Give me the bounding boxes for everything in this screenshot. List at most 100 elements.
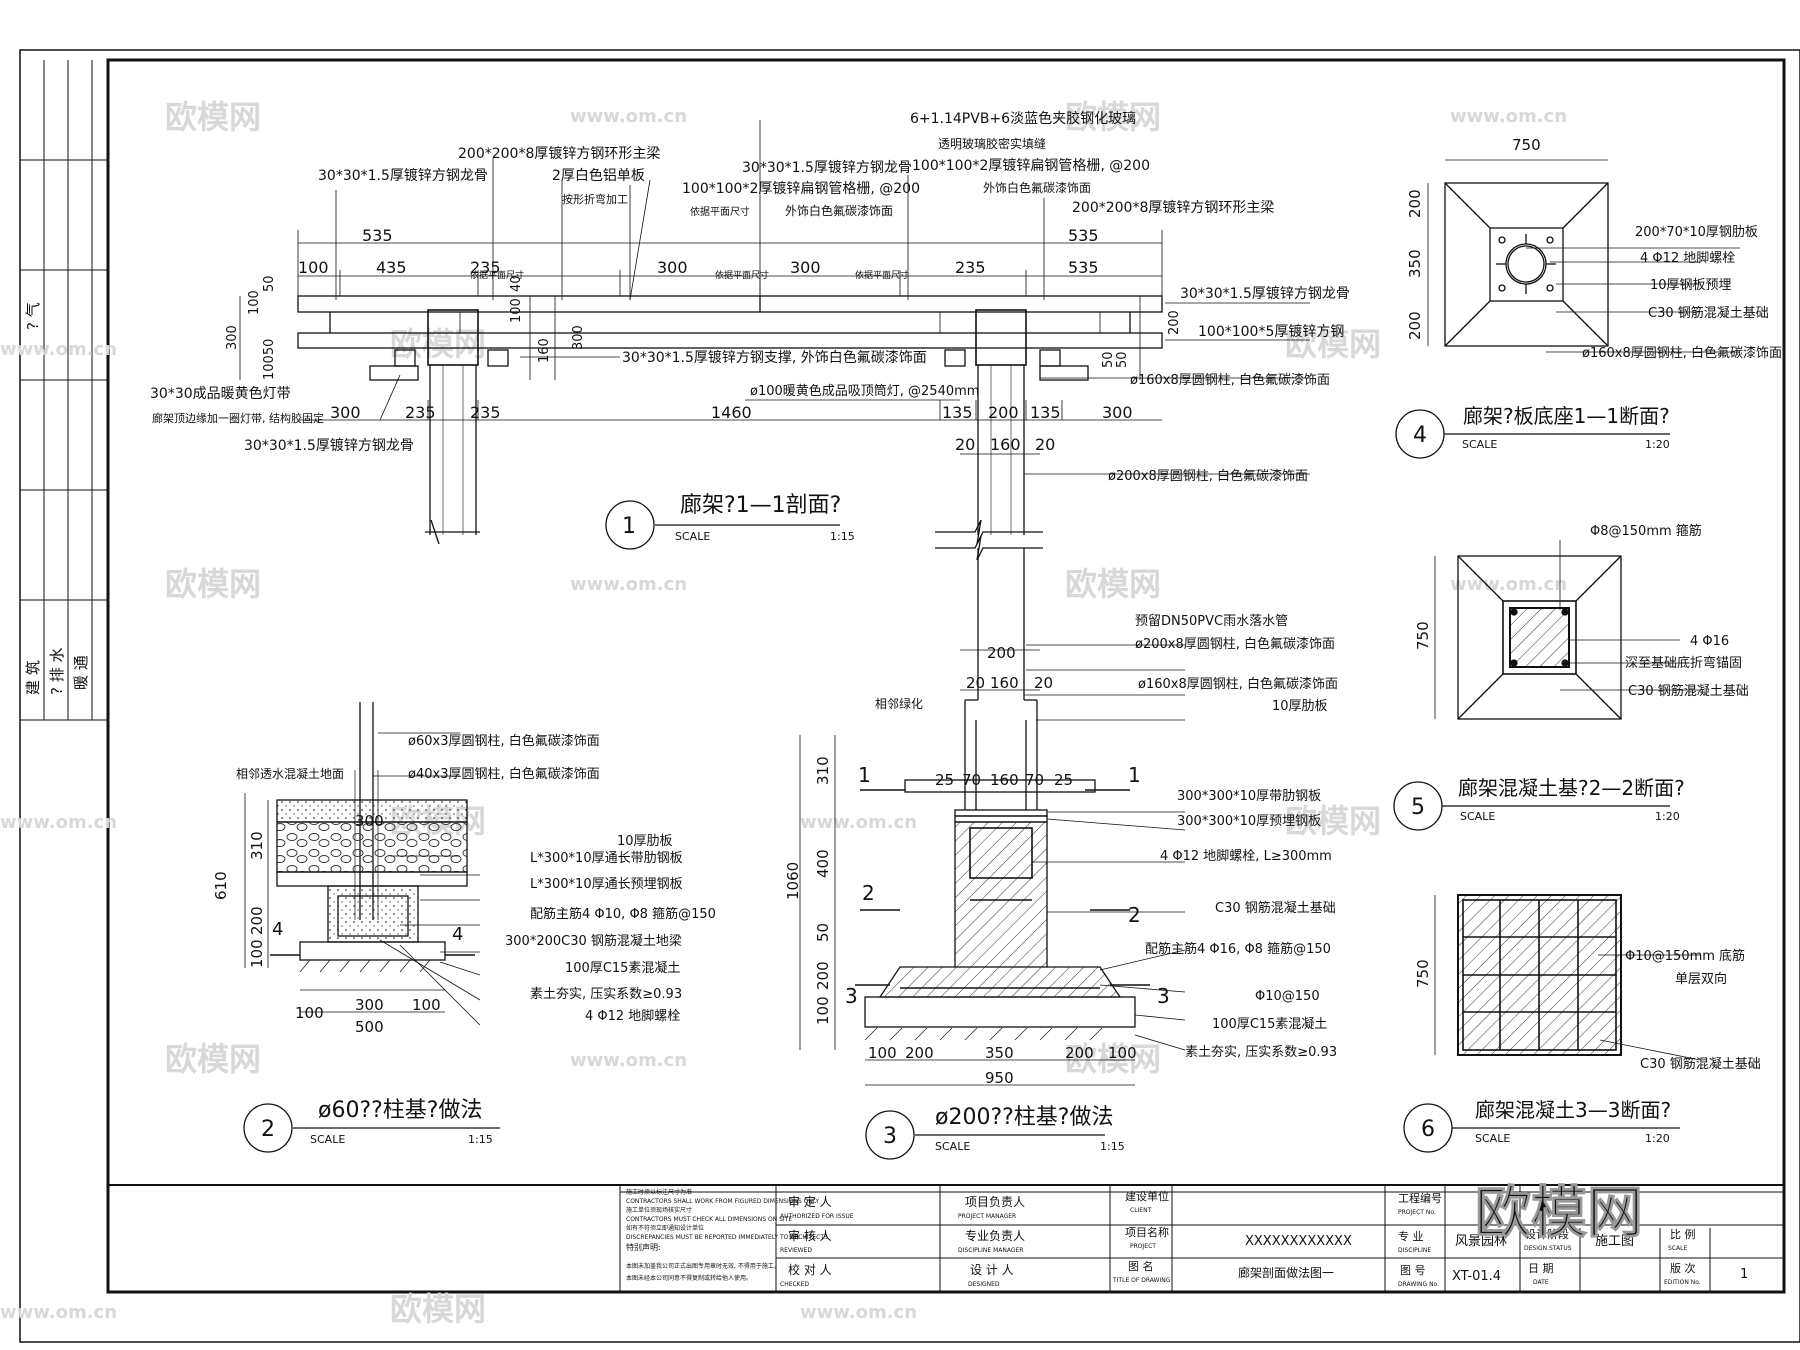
- detail-6-section: [1403, 894, 1701, 1153]
- d3-dim: 200: [987, 644, 1016, 662]
- detail-6-title: 6 廊架混凝土3—3断面? SCALE 1:20: [1421, 1098, 1671, 1145]
- sheet-frame: [19, 49, 1800, 1343]
- tb-role: 设 计 人: [970, 1263, 1014, 1277]
- d2-label: 配筋主筋4 Φ10, Φ8 箍筋@150: [530, 906, 716, 922]
- d6-scale: 1:20: [1645, 1132, 1670, 1145]
- d5-scale: 1:20: [1655, 810, 1680, 823]
- watermark-url: www.om.cn: [570, 574, 687, 595]
- d1-dim: 依据平面尺寸: [470, 269, 524, 281]
- d1-label: 外饰白色氟碳漆饰面: [785, 203, 893, 218]
- detail-1-dims: 535 100 435 235 300 300 235 535 535 50 1…: [225, 226, 1182, 454]
- tb-role: 建设单位: [1125, 1189, 1169, 1203]
- d1-label: 30*30*1.5厚镀锌方钢龙骨: [318, 167, 488, 184]
- d3-dim: 25: [1054, 771, 1073, 789]
- d2-label: L*300*10厚通长带肋钢板: [530, 851, 683, 866]
- tb-role: 项目名称: [1125, 1225, 1169, 1239]
- detail-5-section: [1393, 540, 1700, 831]
- d1-dim: 300: [225, 325, 240, 350]
- d1-dim: 40: [509, 275, 524, 292]
- d1-title: 廊架?1—1剖面?: [680, 493, 841, 518]
- d6-label: C30 钢筋混凝土基础: [1640, 1056, 1761, 1072]
- detail-2-dims: 610 310 200 100 300 300 100 100 500 4 4: [212, 812, 463, 1036]
- tb-role: 设计阶段: [1525, 1227, 1569, 1241]
- d4-number: 4: [1413, 423, 1427, 448]
- d3-dim: 1: [1128, 763, 1141, 787]
- tb-role-en: AUTHORIZED FOR ISSUE: [780, 1213, 854, 1220]
- strip-label-building: 建 筑: [24, 660, 42, 695]
- watermark-logo: 欧模网: [390, 1290, 486, 1328]
- d3-dim: 200: [814, 961, 832, 990]
- tb-role: 专 业: [1398, 1229, 1424, 1243]
- d1-dim: 300: [790, 258, 821, 277]
- tb-note: DISCREPANCIES MUST BE REPORTED IMMEDIATE…: [626, 1234, 828, 1241]
- tb-role: 图 号: [1400, 1264, 1426, 1277]
- tb-role-en: DRAWING No.: [1398, 1281, 1439, 1288]
- d1-dim: 135: [1030, 403, 1061, 422]
- detail-5-labels: Φ8@150mm 箍筋 4 Φ16 深至基础底折弯锚固 C30 钢筋混凝土基础: [1590, 523, 1749, 699]
- d1-label: 透明玻璃胶密实填缝: [938, 136, 1046, 151]
- d2-dim: 100: [248, 939, 266, 968]
- d5-dim: 750: [1414, 621, 1432, 650]
- d3-label: 10厚肋板: [1272, 699, 1328, 714]
- d6-title: 廊架混凝土3—3断面?: [1475, 1098, 1671, 1122]
- d6-dim: 750: [1414, 959, 1432, 988]
- d2-dim: 310: [248, 831, 266, 860]
- detail-5-title: 5 廊架混凝土基?2—2断面? SCALE 1:20: [1411, 776, 1685, 823]
- watermark-url: www.om.cn: [0, 1302, 117, 1323]
- tb-role: 版 次: [1670, 1261, 1696, 1275]
- d3-label: 300*300*10厚预埋钢板: [1177, 814, 1321, 829]
- tb-role: 工程编号: [1398, 1191, 1442, 1205]
- d3-dim: 100: [814, 996, 832, 1025]
- d3-label: Φ10@150: [1255, 989, 1320, 1004]
- title-block-grid: [108, 1184, 1784, 1292]
- d4-dim: 750: [1512, 136, 1541, 154]
- tb-note: 本图未加盖我公司正式出图专用章时无效, 不得用于施工。: [626, 1262, 780, 1270]
- d2-dim: 100: [412, 996, 441, 1014]
- d1-label: 30*30*1.5厚镀锌方钢支撑, 外饰白色氟碳漆饰面: [622, 349, 927, 366]
- d2-label: L*300*10厚通长预埋钢板: [530, 877, 683, 892]
- d1-dim: 100: [298, 258, 329, 277]
- d5-title: 廊架混凝土基?2—2断面?: [1458, 776, 1685, 800]
- d1-dim: 535: [1068, 258, 1099, 277]
- d3-label: C30 钢筋混凝土基础: [1215, 900, 1336, 916]
- d2-label: 100厚C15素混凝土: [565, 960, 680, 976]
- d1-dim: 依据平面尺寸: [715, 269, 769, 281]
- tb-role-en: DESIGNED: [968, 1281, 1000, 1288]
- d3-dim: 1060: [784, 862, 802, 900]
- d1-dim: 20: [1035, 435, 1055, 454]
- d1-dim: 300: [657, 258, 688, 277]
- d2-scale-word: SCALE: [310, 1133, 345, 1146]
- detail-2-labels: ø60x3厚圆钢柱, 白色氟碳漆饰面 ø40x3厚圆钢柱, 白色氟碳漆饰面 相邻…: [236, 733, 716, 1024]
- d1-label: 依据平面尺寸: [690, 205, 750, 218]
- d3-scale-word: SCALE: [935, 1140, 970, 1153]
- detail-2-title: 2 ø60??柱基?做法 SCALE 1:15: [261, 1098, 493, 1146]
- d3-label: 素土夯实, 压实系数≥0.93: [1185, 1045, 1337, 1060]
- d1-dim: 1460: [711, 403, 752, 422]
- d1-dim: 50: [262, 275, 277, 292]
- tb-note: 特别声明:: [626, 1242, 661, 1252]
- detail-4-dims: 750 200 350 200: [1406, 136, 1541, 340]
- d2-title: ø60??柱基?做法: [318, 1098, 483, 1123]
- d1-dim: 50: [1115, 351, 1130, 368]
- d3-dim: 200: [1065, 1044, 1094, 1062]
- d4-dim: 350: [1406, 249, 1424, 278]
- d1-dim: 535: [362, 226, 393, 245]
- d2-dim: 4: [452, 924, 463, 945]
- d1-label: 100*100*5厚镀锌方钢: [1198, 323, 1344, 340]
- d1-dim: 535: [1068, 226, 1099, 245]
- tb-role-en: PROJECT No.: [1398, 1209, 1436, 1216]
- detail-2-section: [243, 702, 500, 1153]
- tb-role-en: DESIGN STATUS: [1524, 1245, 1572, 1252]
- tb-design-status: 施工图: [1595, 1234, 1634, 1249]
- d3-dim: 950: [985, 1069, 1014, 1087]
- d1-number: 1: [622, 514, 636, 539]
- d3-dim: 50: [814, 923, 832, 942]
- tb-role: 审 核 人: [788, 1228, 832, 1243]
- d1-label: 30*30*1.5厚镀锌方钢龙骨: [742, 159, 912, 176]
- d3-dim: 20: [1034, 674, 1053, 692]
- tb-role-en: DISCIPLINE: [1398, 1247, 1431, 1254]
- d1-dim: 235: [470, 258, 501, 277]
- watermark-url: www.om.cn: [800, 1302, 917, 1323]
- d1-dim: 300: [330, 403, 361, 422]
- tb-edition: 1: [1740, 1267, 1748, 1282]
